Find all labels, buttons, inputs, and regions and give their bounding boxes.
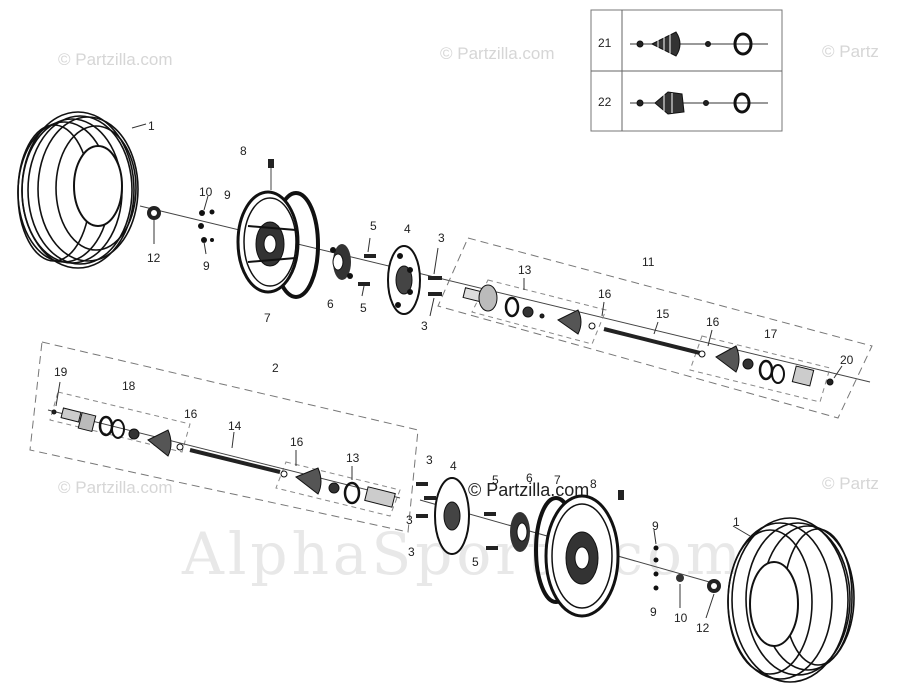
callout-screw-lower-b: 3 (406, 513, 413, 527)
callout-washer-lower: 10 (674, 611, 688, 625)
callout-ring-upper: 20 (840, 353, 854, 367)
callout-screw-lower-c: 3 (408, 545, 415, 559)
axle-group-upper (437, 237, 873, 419)
callout-boot-lower-a: 16 (184, 407, 198, 421)
callout-rim-upper: 7 (264, 311, 271, 325)
callout-bolt-upper-a: 5 (370, 219, 377, 233)
valve-upper (268, 159, 274, 190)
callout-nut-upper: 12 (147, 251, 161, 265)
valve-lower (618, 490, 624, 500)
callout-kit-upper: 13 (518, 263, 532, 277)
rim-lower (534, 494, 620, 618)
callout-hub-upper: 6 (327, 297, 334, 311)
watermark-top-right: © Partz (822, 42, 879, 61)
callout-shaft-upper: 15 (656, 307, 670, 321)
nut-upper (147, 206, 161, 220)
callout-shaft-lower: 14 (228, 419, 242, 433)
watermark-mid-left: © Partzilla.com (58, 478, 173, 497)
callout-kit-lower-right: 13 (346, 451, 360, 465)
callout-bolt-upper-b: 5 (360, 301, 367, 315)
callout-bolt-lower-a: 5 (492, 473, 499, 487)
bolts-upper (358, 254, 376, 286)
hub-lower (510, 512, 530, 552)
tire-lower (727, 517, 855, 683)
disc-upper (387, 245, 421, 315)
callout-tire-upper: 1 (148, 119, 155, 133)
inset-row-21-label: 21 (598, 36, 612, 50)
callout-kit-upper-right: 17 (764, 327, 778, 341)
callout-stud-lower-a: 9 (652, 519, 659, 533)
callout-boot-upper-a: 16 (598, 287, 612, 301)
inset-row-22-parts (630, 91, 768, 115)
callout-tire-lower: 1 (733, 515, 740, 529)
callout-rim-lower: 7 (554, 473, 561, 487)
callout-disc-upper: 4 (404, 222, 411, 236)
callout-valve-lower: 8 (590, 477, 597, 491)
bolts-lower (484, 512, 498, 550)
kit-13-lower (275, 461, 401, 517)
tire-upper (17, 111, 139, 269)
callout-screw-lower-a: 3 (426, 453, 433, 467)
callout-ring-lower: 19 (54, 365, 68, 379)
axle-parts-lower (47, 407, 401, 508)
rim-upper (236, 190, 320, 299)
leader-lines (55, 123, 843, 619)
callout-washer-upper: 10 (199, 185, 213, 199)
disc-lower (434, 477, 470, 555)
watermark-top-center: © Partzilla.com (440, 44, 555, 63)
hub-upper (330, 244, 353, 280)
callout-hub-lower: 6 (526, 471, 533, 485)
callout-kit-lower: 18 (122, 379, 136, 393)
callout-nut-lower: 12 (696, 621, 710, 635)
callout-valve-upper: 8 (240, 144, 247, 158)
callout-stud-upper-b: 9 (203, 259, 210, 273)
washer-lower (676, 574, 684, 582)
callout-boot-upper-b: 16 (706, 315, 720, 329)
screws-upper (428, 276, 442, 296)
screws-lower (416, 482, 436, 518)
callout-boot-lower-b: 16 (290, 435, 304, 449)
axle-group-lower (29, 341, 419, 533)
studs-upper (198, 209, 215, 243)
inset-row-22-label: 22 (598, 95, 612, 109)
watermark-mid-right: © Partz (822, 474, 879, 493)
nut-lower (707, 579, 721, 593)
studs-lower (653, 545, 659, 591)
callout-axle-lower: 2 (272, 361, 279, 375)
callout-bolt-lower-b: 5 (472, 555, 479, 569)
watermark-center: © Partzilla.com (468, 480, 590, 500)
callout-disc-lower: 4 (450, 459, 457, 473)
kit-13-upper (471, 279, 607, 345)
inset-row-21-parts (630, 31, 768, 57)
callout-stud-upper-a: 9 (224, 188, 231, 202)
watermark-top-left: © Partzilla.com (58, 50, 173, 69)
callout-screw-upper-b: 3 (421, 319, 428, 333)
inset-box (590, 9, 783, 132)
axle-parts-upper (462, 284, 834, 387)
callout-stud-lower-b: 9 (650, 605, 657, 619)
callout-axle-upper: 11 (642, 255, 655, 269)
callout-screw-upper-a: 3 (438, 231, 445, 245)
